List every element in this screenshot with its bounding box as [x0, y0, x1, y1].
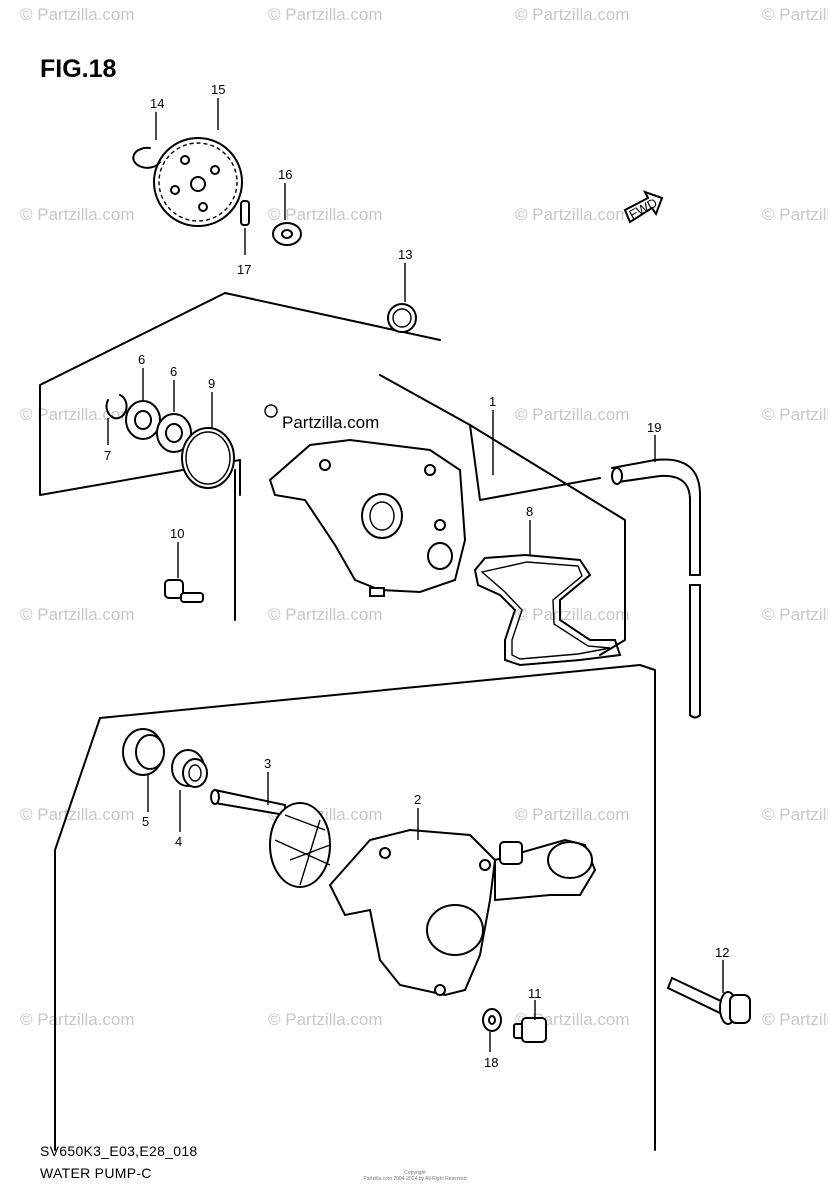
callout-5: 5 [142, 814, 149, 829]
callout-14: 13 [398, 247, 412, 262]
section-title: WATER PUMP-C [40, 1165, 152, 1181]
o-ring [387, 303, 417, 333]
impeller-shaft [210, 788, 331, 888]
callout-11: 11 [528, 986, 542, 1001]
dowel-pin [240, 200, 250, 226]
watermark: © Partzilla.com [762, 5, 828, 24]
watermark: © Partzilla.com [762, 605, 828, 624]
callout-17: 16 [278, 167, 292, 182]
fwd-label: FWD [626, 195, 659, 222]
watermark: © Partzilla.com [762, 405, 828, 424]
callout-6: 6 [138, 352, 145, 367]
callout-labels: 14 15 16 17 13 6 6 9 7 1 19 8 10 3 2 5 4… [104, 82, 729, 1070]
callout-19: 19 [647, 420, 661, 435]
watermark: © Partzilla.com [268, 605, 383, 624]
watermark: © Partzilla.com [20, 1010, 135, 1029]
watermark: © Partzilla.com [515, 205, 630, 224]
hose [611, 458, 701, 719]
watermark: © Partzilla.com [20, 605, 135, 624]
sprocket-gear [153, 137, 243, 227]
copyright-notice: Copyright Partzilla.com 2004-2024 by All… [360, 1170, 470, 1182]
gasket [473, 553, 622, 667]
callout-15: 14 [150, 96, 164, 111]
watermark: © Partzilla.com [515, 805, 630, 824]
plug-bolt [513, 1017, 547, 1043]
watermark: © Partzilla.com [268, 205, 383, 224]
leader-lines [107, 98, 724, 1052]
watermark-tag: Partzilla.com [282, 413, 379, 432]
callout-12: 18 [484, 1055, 498, 1070]
pump-cover [328, 828, 597, 997]
callout-6b: 6 [170, 364, 177, 379]
callout-10: 10 [170, 526, 184, 541]
pump-housing [268, 438, 467, 597]
callout-8: 8 [526, 504, 533, 519]
model-code: SV650K3_E03,E28_018 [40, 1143, 198, 1159]
mechanical-seal [171, 749, 208, 788]
callout-13: 12 [715, 945, 729, 960]
callout-18: 17 [237, 262, 251, 277]
callout-1: 1 [489, 394, 496, 409]
assembly-outline [39, 292, 656, 1151]
circlip [105, 394, 128, 420]
circlip [132, 146, 161, 169]
bearing [156, 413, 192, 453]
watermark: © Partzilla.com [268, 5, 383, 24]
callout-7: 7 [104, 448, 111, 463]
watermark: © Partzilla.com [268, 1010, 383, 1029]
watermark: © Partzilla.com [20, 805, 135, 824]
callout-2: 2 [414, 792, 421, 807]
watermark: © Partzilla.com [515, 405, 630, 424]
o-ring [181, 427, 235, 489]
watermark: © Partzilla.com [20, 5, 135, 24]
watermark: © Partzilla.com [762, 805, 828, 824]
watermark-layer: © Partzilla.com © Partzilla.com © Partzi… [20, 5, 828, 1029]
copyright-line: Copyright [404, 1170, 426, 1176]
watermark: © Partzilla.com [515, 605, 630, 624]
copyright-icon [264, 404, 278, 418]
callout-9: 9 [208, 376, 215, 391]
forward-direction-arrow: FWD [623, 190, 664, 224]
watermark: © Partzilla.com [515, 5, 630, 24]
watermark: © Partzilla.com [762, 1010, 828, 1029]
watermark: © Partzilla.com [20, 405, 135, 424]
watermark: © Partzilla.com [762, 205, 828, 224]
callout-16: 15 [211, 82, 225, 97]
oil-seal [122, 728, 165, 776]
watermark: © Partzilla.com [20, 205, 135, 224]
figure-title: FIG.18 [40, 55, 117, 83]
copyright-line: Partzilla.com 2004-2024 by All Right Res… [363, 1176, 467, 1182]
callout-4: 4 [175, 834, 182, 849]
callout-3: 3 [264, 756, 271, 771]
bearing [125, 400, 161, 440]
bolt [164, 579, 204, 603]
flange-bolt [666, 976, 751, 1025]
